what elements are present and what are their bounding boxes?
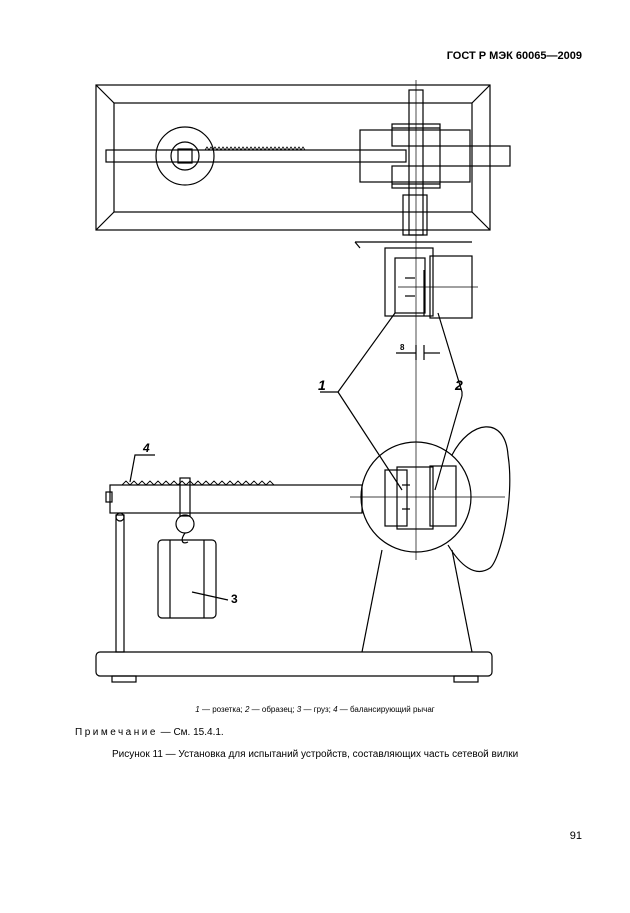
cam-plate — [447, 426, 511, 573]
weight-body — [157, 539, 217, 619]
legend-num-2: 2 — [245, 705, 250, 714]
balancing-lever — [109, 484, 363, 514]
document-header: ГОСТ Р МЭК 60065—2009 — [446, 50, 582, 62]
note: Примечание — См. 15.4.1. — [75, 727, 224, 738]
note-text: — См. 15.4.1. — [157, 727, 224, 738]
legend-text-3: — груз; — [301, 705, 334, 714]
dimension-label: 8 — [400, 343, 405, 352]
page-number: 91 — [569, 830, 582, 842]
note-label: Примечание — [75, 727, 158, 738]
legend-text-1: — розетка; — [199, 705, 245, 714]
upper-clamp — [384, 247, 434, 317]
legend-num-1: 1 — [195, 705, 200, 714]
top-frame-inner — [113, 102, 473, 213]
gear-housing — [359, 129, 471, 183]
figure-caption: Рисунок 11 — Установка для испытаний уст… — [112, 749, 519, 760]
legend-num-4: 4 — [333, 705, 338, 714]
legend-text-4: — балансирующий рычаг — [337, 705, 435, 714]
stand-leg-right — [451, 549, 473, 653]
test-apparatus-drawing: 1 2 3 4 8 — [95, 80, 511, 683]
callout-1: 1 — [318, 377, 326, 393]
top-frame-outer — [95, 84, 491, 231]
pulley-wheel — [155, 126, 215, 186]
rack-bar — [105, 149, 407, 163]
gear-rack — [439, 145, 511, 167]
figure-legend: 1 — розетка; 2 — образец; 3 — груз; 4 — … — [0, 705, 630, 714]
support-post — [115, 514, 125, 653]
callout-2: 2 — [454, 377, 463, 393]
lower-sample — [429, 465, 457, 527]
callout-3: 3 — [231, 592, 238, 606]
legend-text-2: — образец; — [249, 705, 297, 714]
legend-num-3: 3 — [296, 705, 302, 714]
lower-clamp — [396, 466, 434, 530]
stand-leg-left — [361, 549, 383, 653]
callout-4: 4 — [142, 441, 150, 455]
weight-hook — [179, 477, 191, 517]
base-plate — [95, 651, 493, 677]
